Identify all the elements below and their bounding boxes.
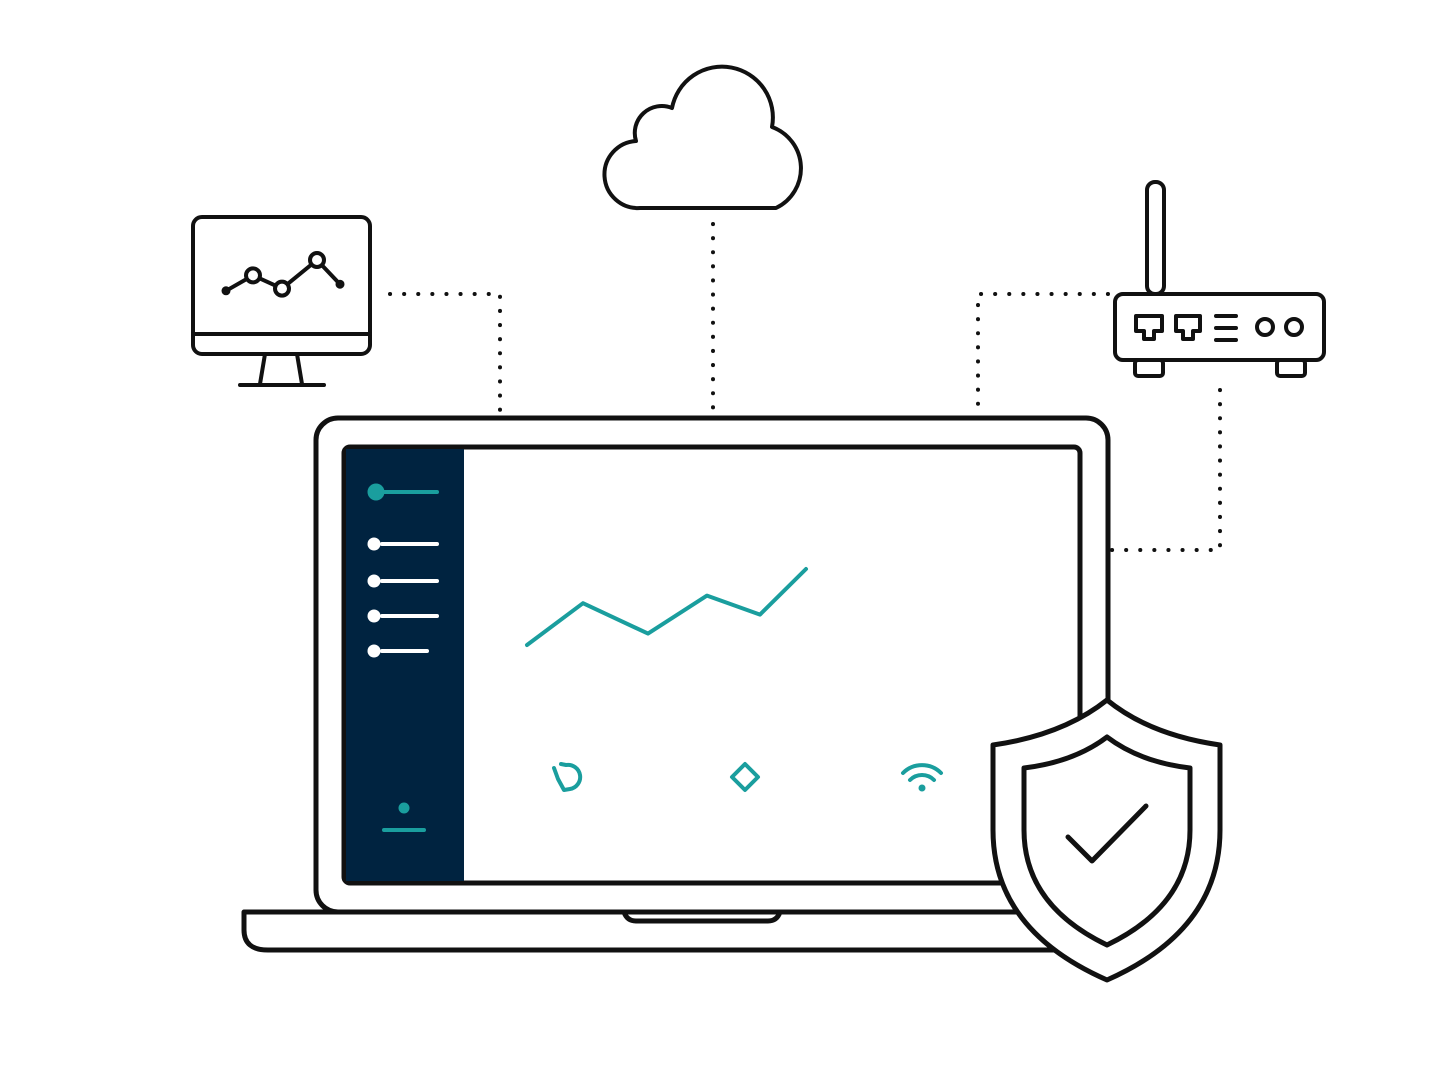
router-light xyxy=(1284,317,1304,337)
router-vents xyxy=(1214,314,1238,342)
router-antenna xyxy=(1145,180,1166,296)
refresh-icon-stroke xyxy=(552,762,583,792)
diamond-icon[interactable] xyxy=(730,762,760,792)
laptop xyxy=(241,415,1111,953)
sidebar-item-dot xyxy=(367,483,385,501)
router-body xyxy=(1113,292,1326,362)
dashboard xyxy=(525,567,943,792)
sidebar-item-dot xyxy=(367,609,381,623)
sidebar-item[interactable] xyxy=(367,483,439,501)
sidebar-item-dot xyxy=(367,574,381,588)
laptop-screen xyxy=(341,444,1083,886)
ethernet-port-icon xyxy=(1134,314,1164,341)
shield xyxy=(990,697,1223,983)
router xyxy=(1113,180,1326,378)
ethernet-port-icon xyxy=(1174,314,1202,341)
wifi-icon[interactable] xyxy=(901,763,943,792)
laptop-trackpad-notch xyxy=(621,909,783,924)
shield-outer xyxy=(990,697,1223,983)
sidebar xyxy=(346,449,464,881)
sidebar-item-dot xyxy=(367,644,381,658)
wifi-icon-middle xyxy=(908,773,936,782)
monitor xyxy=(191,215,372,387)
laptop-base xyxy=(241,909,1083,953)
cloud-icon xyxy=(602,64,803,211)
router-foot-right xyxy=(1275,358,1307,378)
monitor-chart-point xyxy=(244,266,262,285)
monitor-chart-point xyxy=(335,279,345,289)
monitor-connector xyxy=(388,292,502,416)
monitor-chart-point xyxy=(308,251,326,269)
sidebar-item[interactable] xyxy=(367,574,439,588)
router-connector-side xyxy=(1108,388,1222,552)
router-light xyxy=(1255,317,1275,337)
sidebar-item[interactable] xyxy=(367,537,439,551)
shield-inner xyxy=(1021,734,1193,948)
sidebar-panel xyxy=(346,449,464,881)
wifi-icon-outer xyxy=(901,763,943,775)
user-icon[interactable] xyxy=(382,802,426,832)
monitor-chart-point xyxy=(221,286,231,296)
trend-line xyxy=(525,567,808,647)
checkmark-icon xyxy=(1065,803,1149,864)
sidebar-item-dot xyxy=(367,537,381,551)
sidebar-item[interactable] xyxy=(367,644,429,658)
line-chart-icon xyxy=(221,251,345,298)
sidebar-item[interactable] xyxy=(367,609,439,623)
diamond-icon-stroke xyxy=(730,762,760,792)
refresh-icon[interactable] xyxy=(552,762,583,792)
connectors xyxy=(388,222,1222,552)
monitor-chart-point xyxy=(273,279,291,298)
cloud xyxy=(602,64,803,211)
router-foot-left xyxy=(1133,358,1165,378)
monitor-stand xyxy=(258,352,304,386)
user-icon-head xyxy=(398,802,410,814)
router-connector-top xyxy=(976,292,1110,416)
wifi-icon-dot xyxy=(918,784,926,792)
monitor-screen xyxy=(191,215,372,356)
